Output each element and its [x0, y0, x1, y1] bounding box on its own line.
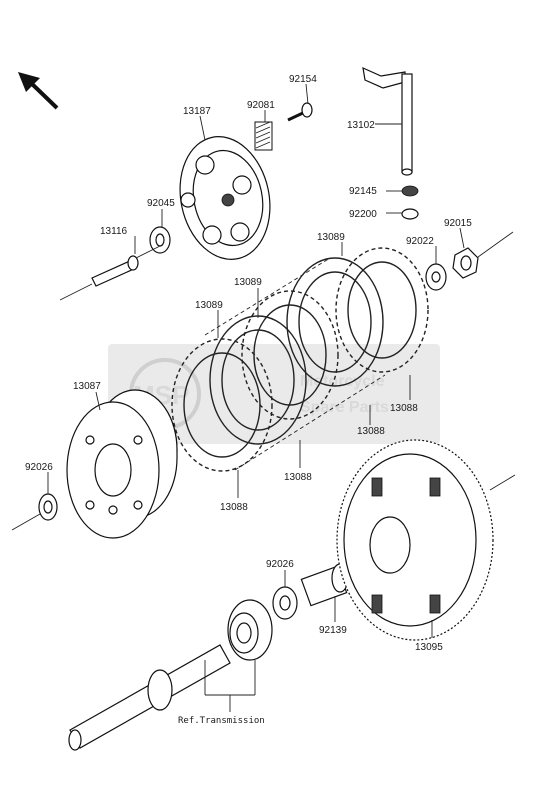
leader-lines [47, 83, 465, 638]
washer-92026-left [11, 493, 58, 531]
washer-92022 [425, 263, 447, 291]
transmission-bearing [227, 599, 273, 661]
watermark-line2: Spare Parts [300, 399, 389, 416]
ref-transmission-bracket [204, 660, 256, 712]
label-92015: 92015 [444, 218, 472, 229]
part-labels: 92154 92081 13187 13102 92145 92200 9204… [25, 74, 472, 726]
washer-92200 [401, 208, 419, 220]
label-13089-mid: 13089 [234, 277, 262, 288]
label-13088-right: 13088 [390, 403, 418, 414]
watermark: MSP Motorcycle Spare Parts [108, 344, 440, 444]
label-13089-top: 13089 [317, 232, 345, 243]
nut-92015 [452, 231, 514, 279]
watermark-line1: Motorcycle [300, 373, 385, 390]
clutch-housing [336, 439, 516, 641]
sleeve-92139 [300, 563, 349, 607]
pressure-plate [179, 136, 271, 260]
label-92145: 92145 [349, 186, 377, 197]
label-13089-left: 13089 [195, 300, 223, 311]
push-rod [59, 245, 161, 301]
label-92139: 92139 [319, 625, 347, 636]
label-ref-transmission: Ref.Transmission [178, 716, 265, 726]
release-shaft [362, 66, 413, 176]
washer-92026-right [272, 586, 298, 620]
label-13088-left: 13088 [220, 502, 248, 513]
spring-bolt [287, 102, 313, 122]
spring-92145 [401, 185, 419, 197]
label-13102: 13102 [347, 120, 375, 131]
label-92081: 92081 [247, 100, 275, 111]
label-13088-lower: 13088 [357, 426, 385, 437]
clutch-spring [254, 121, 273, 151]
label-13095: 13095 [415, 642, 443, 653]
label-92026-left: 92026 [25, 462, 53, 473]
transmission-shaft [68, 644, 231, 751]
label-13087: 13087 [73, 381, 101, 392]
label-13187: 13187 [183, 106, 211, 117]
label-92200: 92200 [349, 209, 377, 220]
label-92026-right: 92026 [266, 559, 294, 570]
clutch-hub [66, 389, 178, 539]
label-92045: 92045 [147, 198, 175, 209]
label-92154: 92154 [289, 74, 317, 85]
direction-arrow-icon [18, 72, 59, 110]
label-13088-mid: 13088 [284, 472, 312, 483]
label-13116: 13116 [100, 226, 128, 237]
label-92022: 92022 [406, 236, 434, 247]
